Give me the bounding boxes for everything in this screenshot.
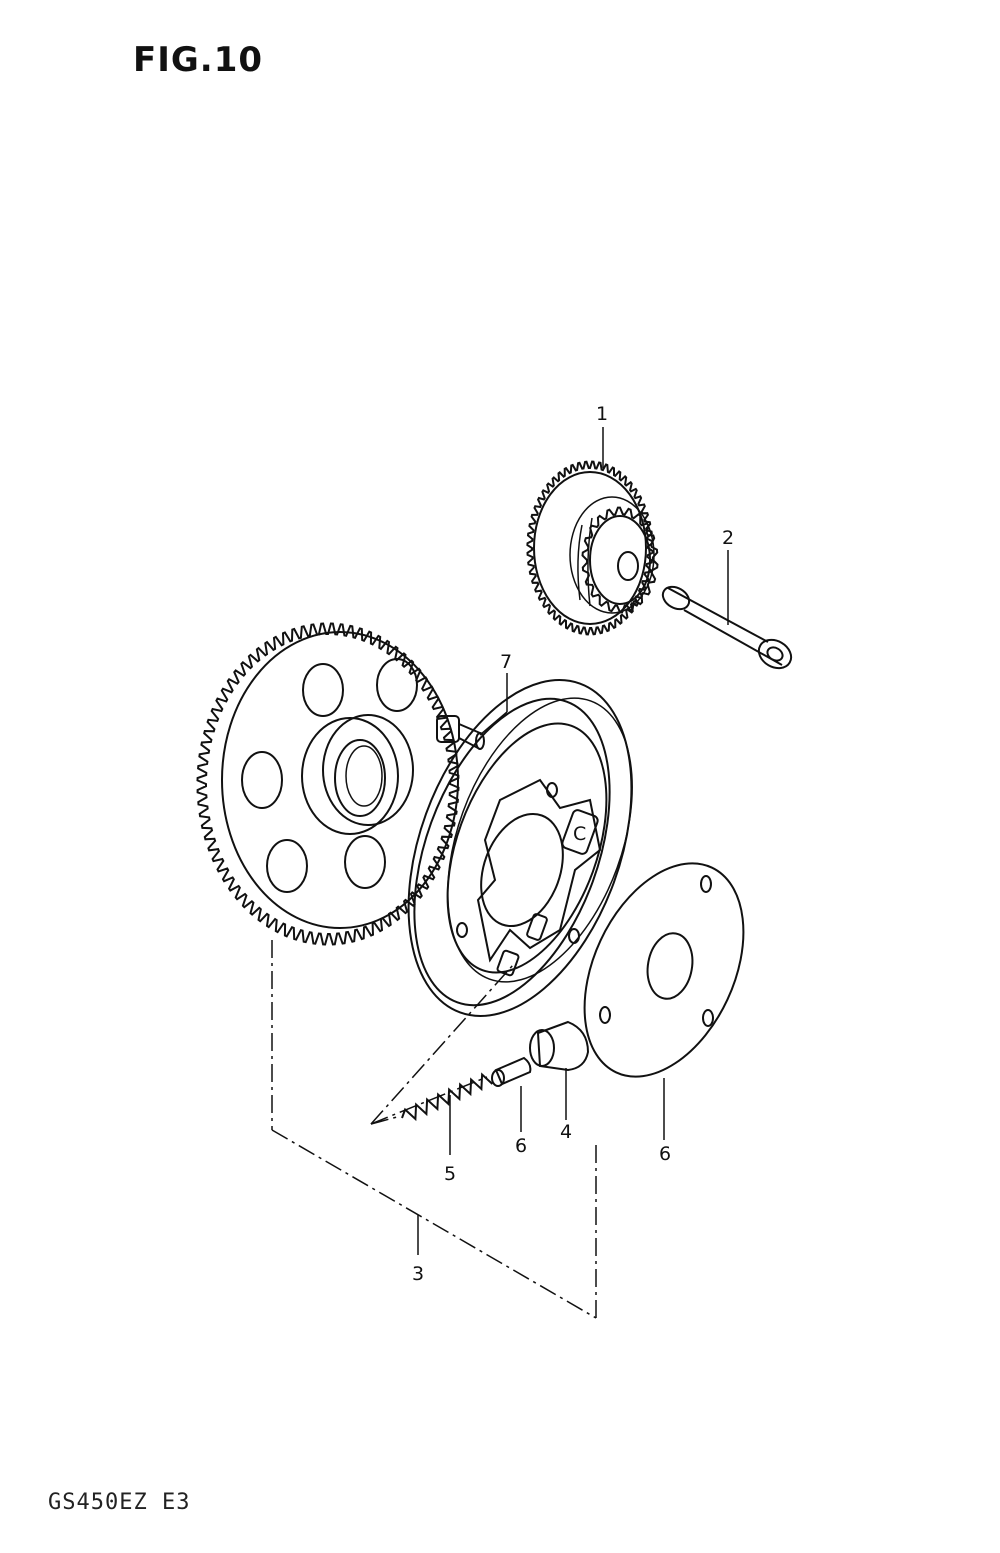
- callout-1: 1: [596, 403, 608, 425]
- callout-6a: 6: [515, 1135, 527, 1157]
- clutch-washer: [583, 862, 745, 1078]
- plunger-spring: [401, 1072, 494, 1122]
- clutch-roller: [529, 1020, 590, 1072]
- model-code: GS450EZ E3: [48, 1490, 191, 1515]
- callout-5: 5: [444, 1163, 456, 1185]
- callout-4: 4: [560, 1121, 572, 1143]
- leader-lines: [417, 427, 729, 1255]
- gear-teeth: [526, 460, 654, 636]
- starter-clutch-housing: C: [407, 679, 633, 1017]
- callout-labels: 1 2 7 4 6 6 5 3: [412, 403, 734, 1285]
- clutch-bolt: [436, 715, 485, 750]
- callout-2: 2: [722, 527, 734, 549]
- svg-text:C: C: [573, 823, 586, 845]
- idle-gear: [526, 460, 659, 636]
- callout-7: 7: [500, 651, 512, 673]
- callout-6b: 6: [659, 1143, 671, 1165]
- callout-3: 3: [412, 1263, 424, 1285]
- figure-title: FIG.10: [133, 40, 264, 80]
- assembly-lines: [271, 940, 597, 1319]
- starter-driven-gear: [196, 622, 460, 946]
- idle-gear-shaft: [661, 585, 793, 670]
- gear-teeth: [581, 506, 659, 614]
- roller-plunger: [491, 1056, 532, 1087]
